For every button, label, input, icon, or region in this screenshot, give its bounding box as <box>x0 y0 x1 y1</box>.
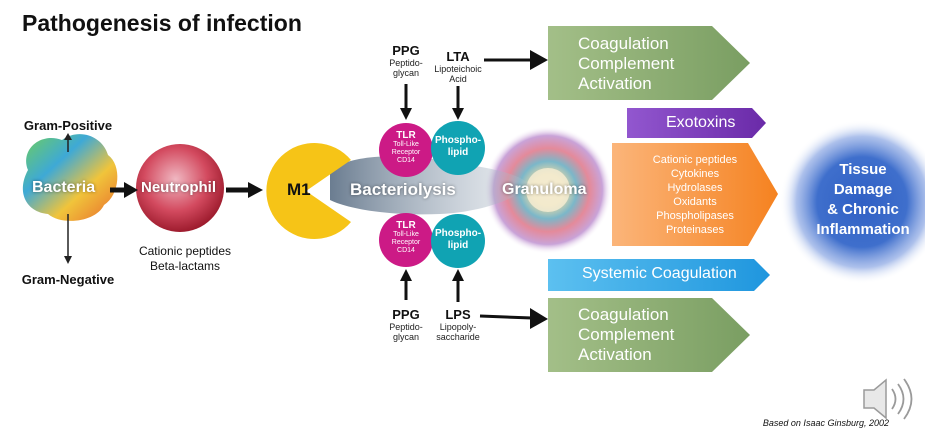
arrow-to-gram-negative-head <box>64 256 72 264</box>
arrow-lps-coag-bottom <box>479 314 533 320</box>
coag-bottom-line2: Complement <box>578 325 675 344</box>
bottom-ppg-group: PPG Peptido- glycan <box>380 307 432 342</box>
arrow-ppg-tlr-bottom-head <box>400 269 412 281</box>
bottom-ppg-line1: Peptido- <box>389 322 423 332</box>
systemic-band <box>548 259 770 291</box>
lta-abbr: LTA <box>446 49 470 64</box>
tissue-line1: Tissue <box>839 161 887 178</box>
bacteriolysis-label: Bacteriolysis <box>350 180 456 199</box>
coag-top-line1: Coagulation <box>578 34 669 53</box>
coag-bottom-band <box>548 298 750 372</box>
exotoxins-band <box>627 108 766 138</box>
speaker-icon[interactable] <box>863 378 913 420</box>
exotoxins-label: Exotoxins <box>666 114 736 131</box>
m1-pacman <box>266 143 351 239</box>
tlr-bottom-circle <box>379 213 433 267</box>
tlr-top-text: TLR Toll-Like Receptor CD14 <box>379 130 433 165</box>
lta-group: LTA Lipoteichoic Acid <box>426 49 490 84</box>
tlr-top-line2: Receptor <box>391 149 421 156</box>
neutrophil-image <box>136 144 224 232</box>
tissue-damage-text: Tissue Damage & Chronic Inflammation <box>800 160 925 240</box>
orange-band <box>612 143 778 246</box>
coag-bottom-line1: Coagulation <box>578 305 669 324</box>
top-ppg-group: PPG Peptido- glycan <box>380 43 432 78</box>
coag-bottom-line3: Activation <box>578 345 652 364</box>
lps-line1: Lipopoly- <box>439 322 477 332</box>
phospho-bottom-text: Phospho- lipid <box>431 228 485 252</box>
top-ppg-line2: glycan <box>392 68 419 78</box>
lta-line1: Lipoteichoic <box>434 64 482 74</box>
source-credit: Based on Isaac Ginsburg, 2002 <box>762 418 889 428</box>
orange-item: Cationic peptides <box>652 154 738 166</box>
granuloma-label: Granuloma <box>502 181 587 198</box>
m1-label: M1 <box>287 180 311 199</box>
tissue-line4: Inflammation <box>816 221 910 238</box>
lta-line2: Acid <box>449 74 467 84</box>
gram-positive-label: Gram-Positive <box>23 118 113 133</box>
page-title: Pathogenesis of infection <box>22 10 302 36</box>
systemic-coagulation-label: Systemic Coagulation <box>582 265 737 282</box>
phospho-top-text: Phospho- lipid <box>431 135 485 159</box>
coag-top-text: Coagulation Complement Activation <box>578 34 674 94</box>
granuloma-core <box>526 168 570 212</box>
top-ppg-line1: Peptido- <box>389 58 423 68</box>
phospho-bottom-line2: lipid <box>447 240 469 251</box>
arrow-to-gram-positive-head <box>64 133 72 140</box>
coag-top-band <box>548 26 750 100</box>
phospho-bottom-circle <box>431 214 485 268</box>
lps-line2: saccharide <box>436 332 480 342</box>
tlr-top-line1: Toll-Like <box>393 141 419 148</box>
orange-items-list: Cationic peptides Cytokines Hydrolases O… <box>630 153 760 237</box>
phospho-bottom-line1: Phospho- <box>434 228 482 239</box>
orange-item: Proteinases <box>665 224 725 236</box>
bottom-ppg-line2: glycan <box>392 332 419 342</box>
neutrophil-caption-line2: Beta-lactams <box>149 259 221 273</box>
tlr-bottom-name: TLR <box>396 220 416 231</box>
orange-item: Hydrolases <box>667 182 723 194</box>
arrow-ppg-tlr-top-head <box>400 108 412 120</box>
gram-negative-label: Gram-Negative <box>21 272 115 287</box>
lps-group: LPS Lipopoly- saccharide <box>428 307 488 342</box>
arrow-neutrophil-m1-head <box>248 182 263 198</box>
orange-item: Oxidants <box>673 196 717 208</box>
neutrophil-caption-line1: Cationic peptides <box>138 244 232 258</box>
tlr-top-line3: CD14 <box>397 157 415 164</box>
tissue-line2: Damage <box>833 181 893 198</box>
arrow-bacteria-neutrophil-head <box>124 182 138 198</box>
phospho-top-line1: Phospho- <box>434 135 482 146</box>
bacteria-label: Bacteria <box>32 179 96 196</box>
coag-bottom-text: Coagulation Complement Activation <box>578 305 674 365</box>
arrow-lta-coag-top-head <box>530 50 548 70</box>
tlr-top-circle <box>379 123 433 177</box>
orange-item: Cytokines <box>670 168 720 180</box>
arrow-lps-phospho-bottom-head <box>452 269 464 281</box>
bacteria-image <box>22 134 118 221</box>
orange-item: Phospholipases <box>656 210 734 222</box>
tlr-bottom-text: TLR Toll-Like Receptor CD14 <box>379 220 433 255</box>
neutrophil-label: Neutrophil <box>141 179 216 196</box>
tlr-top-name: TLR <box>396 130 416 141</box>
neutrophil-caption: Cationic peptides Beta-lactams <box>130 244 240 274</box>
coag-top-line3: Activation <box>578 74 652 93</box>
tlr-bottom-line1: Toll-Like <box>393 231 419 238</box>
tlr-bottom-line2: Receptor <box>391 239 421 246</box>
phospho-top-line2: lipid <box>447 147 469 158</box>
tissue-line3: & Chronic <box>827 201 899 218</box>
coag-top-line2: Complement <box>578 54 675 73</box>
lps-abbr: LPS <box>445 307 471 322</box>
tlr-bottom-line3: CD14 <box>397 247 415 254</box>
phospho-top-circle <box>431 121 485 175</box>
bottom-ppg-abbr: PPG <box>392 307 420 322</box>
arrow-lta-phospho-top-head <box>452 108 464 120</box>
bacteriolysis-debris <box>330 156 530 215</box>
arrow-lps-coag-bottom-head <box>530 308 548 329</box>
top-ppg-abbr: PPG <box>392 43 420 58</box>
tissue-glow <box>780 120 925 284</box>
